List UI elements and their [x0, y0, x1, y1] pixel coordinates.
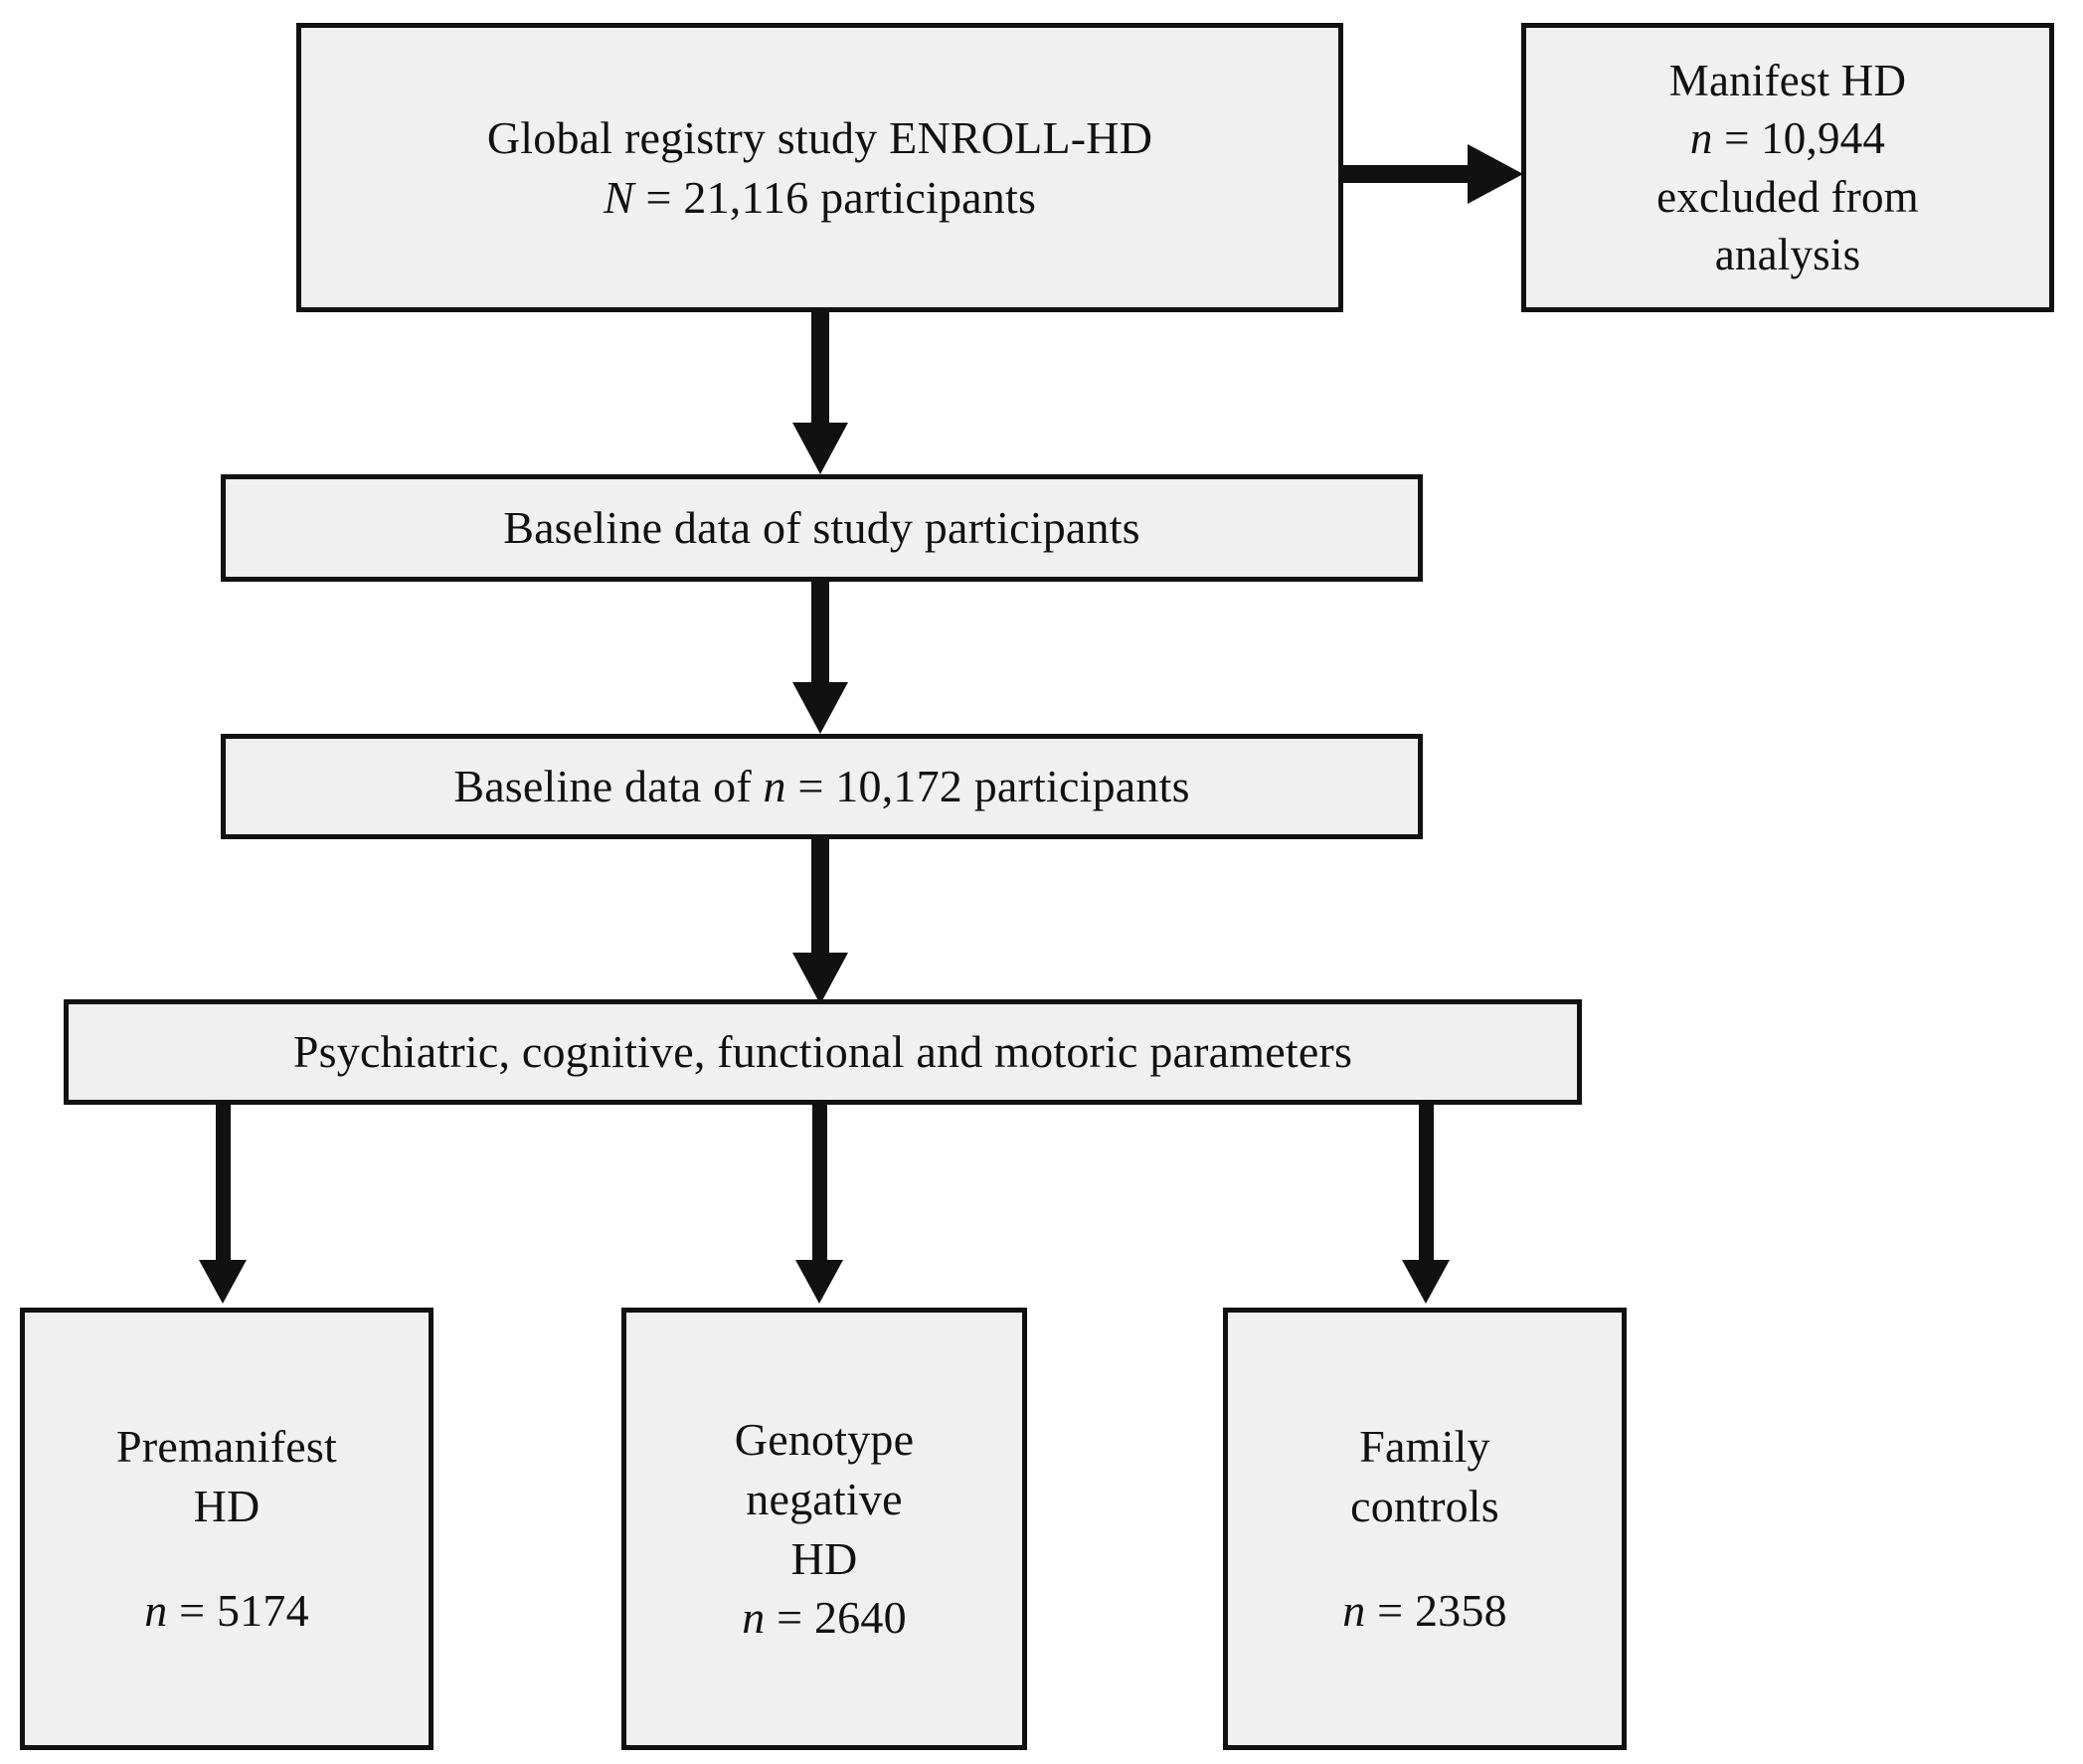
node-premanifest-count-variable: n [144, 1585, 168, 1637]
node-family-count-text: = 2358 [1365, 1585, 1507, 1637]
connector-root-to-excluded-line [1343, 165, 1471, 183]
connector-subset-to-parameters-line [811, 839, 829, 957]
node-baseline-data-subset: Baseline data of n = 10,172 participants [221, 734, 1423, 839]
node-excluded-line-1: Manifest HD [1668, 55, 1907, 105]
arrow-right-icon-root-to-excluded [1468, 144, 1523, 204]
node-genotype-line-3: HD [790, 1532, 858, 1584]
node-premanifest-count: n = 5174 [144, 1581, 309, 1641]
arrow-down-icon-root-to-baseline [792, 423, 848, 474]
node-excluded-line-3: excluded from [1656, 171, 1919, 222]
arrow-down-icon-baseline-to-subset [792, 682, 848, 734]
node-family-line-2: controls [1350, 1480, 1499, 1531]
node-baseline-all-line-1: Baseline data of study participants [503, 502, 1140, 554]
node-parameters: Psychiatric, cognitive, functional and m… [64, 999, 1582, 1105]
node-premanifest-hd: Premanifest HD n = 5174 [20, 1308, 434, 1750]
node-premanifest-count-text: = 5174 [167, 1585, 309, 1637]
connector-root-to-baseline-line [811, 312, 829, 427]
node-premanifest-line-1: Premanifest [116, 1420, 337, 1472]
arrow-down-icon-parameters-to-premanifest [199, 1260, 247, 1304]
node-parameters-line-1: Psychiatric, cognitive, functional and m… [292, 1026, 1353, 1078]
node-genotype-line-1: Genotype [734, 1413, 915, 1465]
arrow-down-icon-subset-to-parameters [792, 953, 848, 1004]
node-family-count-variable: n [1342, 1585, 1366, 1637]
node-root-line-1: Global registry study ENROLL-HD [486, 111, 1153, 163]
node-genotype-negative-hd: Genotype negative HD n = 2640 [621, 1308, 1027, 1750]
connector-parameters-to-family-line [1419, 1105, 1434, 1264]
node-root-line-2: N = 21,116 participants [604, 168, 1036, 228]
node-genotype-count-variable: n [742, 1592, 766, 1644]
connector-baseline-to-subset-line [811, 582, 829, 686]
node-baseline-data-all: Baseline data of study participants [221, 474, 1423, 582]
node-family-line-1: Family [1359, 1420, 1490, 1472]
node-excluded-count-text: = 10,944 [1712, 113, 1886, 163]
node-family-count: n = 2358 [1342, 1581, 1507, 1641]
node-genotype-count: n = 2640 [742, 1588, 907, 1648]
node-premanifest-line-2: HD [193, 1480, 260, 1531]
node-root-count-text: = 21,116 participants [633, 171, 1037, 223]
connector-parameters-to-genotype-line [812, 1105, 827, 1264]
node-excluded-line-2: n = 10,944 [1690, 109, 1885, 168]
node-family-controls: Family controls n = 2358 [1223, 1308, 1627, 1750]
node-baseline-sub-suffix: = 10,172 participants [785, 761, 1190, 812]
node-manifest-hd-excluded: Manifest HD n = 10,944 excluded from ana… [1521, 23, 2054, 312]
node-root-count-variable: N [603, 171, 634, 223]
node-genotype-line-2: negative [746, 1473, 903, 1524]
node-baseline-sub-count-variable: n [763, 761, 786, 812]
arrow-down-icon-parameters-to-genotype [795, 1260, 843, 1304]
node-genotype-count-text: = 2640 [765, 1592, 907, 1644]
node-excluded-line-4: analysis [1714, 230, 1861, 279]
node-global-registry-study: Global registry study ENROLL-HD N = 21,1… [296, 23, 1343, 312]
node-excluded-count-variable: n [1689, 113, 1713, 163]
node-baseline-sub-line-1: Baseline data of n = 10,172 participants [453, 757, 1189, 816]
arrow-down-icon-parameters-to-family [1402, 1260, 1450, 1304]
connector-parameters-to-premanifest-line [216, 1105, 231, 1264]
node-baseline-sub-prefix: Baseline data of [453, 761, 764, 812]
